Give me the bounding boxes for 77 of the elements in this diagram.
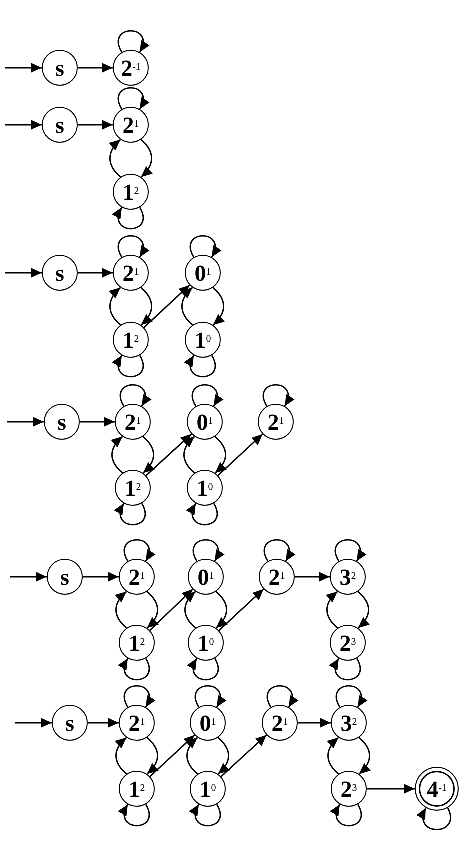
self-loop-arrow: [118, 30, 150, 53]
curved-arrow: [218, 737, 230, 775]
curved-arrow: [184, 591, 196, 629]
curved-arrow: [140, 139, 153, 178]
curved-arrow: [216, 591, 228, 629]
self-loop-arrow: [124, 685, 156, 708]
self-loop-arrow: [418, 808, 452, 830]
arrow: [298, 718, 331, 728]
start-arrow: [5, 120, 42, 130]
arrow: [150, 734, 196, 778]
arrow: [367, 784, 415, 794]
arrow: [218, 588, 264, 632]
arrow: [144, 284, 190, 328]
self-loop-arrow: [194, 685, 226, 708]
self-loop-arrow: [192, 384, 224, 407]
arrow: [218, 434, 264, 476]
self-loop-arrow: [330, 658, 362, 681]
self-loop-arrow: [262, 384, 294, 407]
curved-arrow: [109, 139, 122, 178]
self-loop-arrow: [266, 685, 298, 708]
self-loop-arrow: [114, 503, 146, 526]
curved-arrow: [358, 591, 370, 629]
arrow: [146, 434, 192, 476]
state-circle: s: [52, 705, 88, 741]
self-loop-arrow: [184, 355, 216, 378]
self-loop-arrow: [112, 355, 144, 378]
curved-arrow: [214, 436, 227, 474]
curved-arrow: [146, 591, 159, 629]
curved-arrow: [327, 737, 340, 775]
curved-arrow: [186, 737, 198, 775]
self-loop-arrow: [118, 87, 150, 110]
curved-arrow: [212, 287, 225, 326]
curved-arrow: [115, 737, 128, 775]
self-loop-arrow: [112, 207, 144, 230]
arrow: [88, 718, 119, 728]
state-circle: s: [44, 404, 80, 440]
self-loop-arrow: [192, 539, 224, 562]
arrow: [150, 588, 194, 632]
self-loop-arrow: [190, 804, 222, 827]
start-arrow: [10, 572, 47, 582]
state-circle: s: [42, 255, 78, 291]
start-arrow: [5, 63, 42, 73]
curved-arrow: [142, 436, 155, 474]
arrow: [78, 63, 113, 73]
arrow: [80, 417, 115, 427]
curved-arrow: [181, 287, 194, 326]
self-loop-arrow: [124, 539, 156, 562]
state-circle: s: [42, 107, 78, 143]
start-arrow: [15, 718, 52, 728]
self-loop-arrow: [264, 539, 296, 562]
self-loop-arrow: [330, 804, 362, 827]
self-loop-arrow: [188, 658, 220, 681]
start-arrow: [5, 268, 42, 278]
self-loop-arrow: [118, 658, 150, 681]
curved-arrow: [146, 737, 159, 775]
curved-arrow: [183, 436, 196, 474]
arrow: [295, 572, 330, 582]
arrow: [78, 268, 113, 278]
curved-arrow: [326, 591, 338, 629]
self-loop-arrow: [334, 539, 366, 562]
curved-arrow: [109, 287, 122, 326]
arrow: [78, 120, 113, 130]
curved-arrow: [140, 287, 153, 326]
self-loop-arrow: [336, 685, 368, 708]
start-arrow: [7, 417, 44, 427]
arrow: [220, 734, 268, 778]
self-loop-arrow: [120, 384, 152, 407]
self-loop-arrow: [186, 503, 218, 526]
curved-arrow: [358, 737, 371, 775]
state-circle: s: [47, 559, 83, 595]
curved-arrow: [111, 436, 124, 474]
state-circle: s: [42, 50, 78, 86]
self-loop-arrow: [190, 235, 222, 258]
arrow: [83, 572, 119, 582]
self-loop-arrow: [118, 235, 150, 258]
curved-arrow: [115, 591, 128, 629]
self-loop-arrow: [118, 804, 150, 827]
